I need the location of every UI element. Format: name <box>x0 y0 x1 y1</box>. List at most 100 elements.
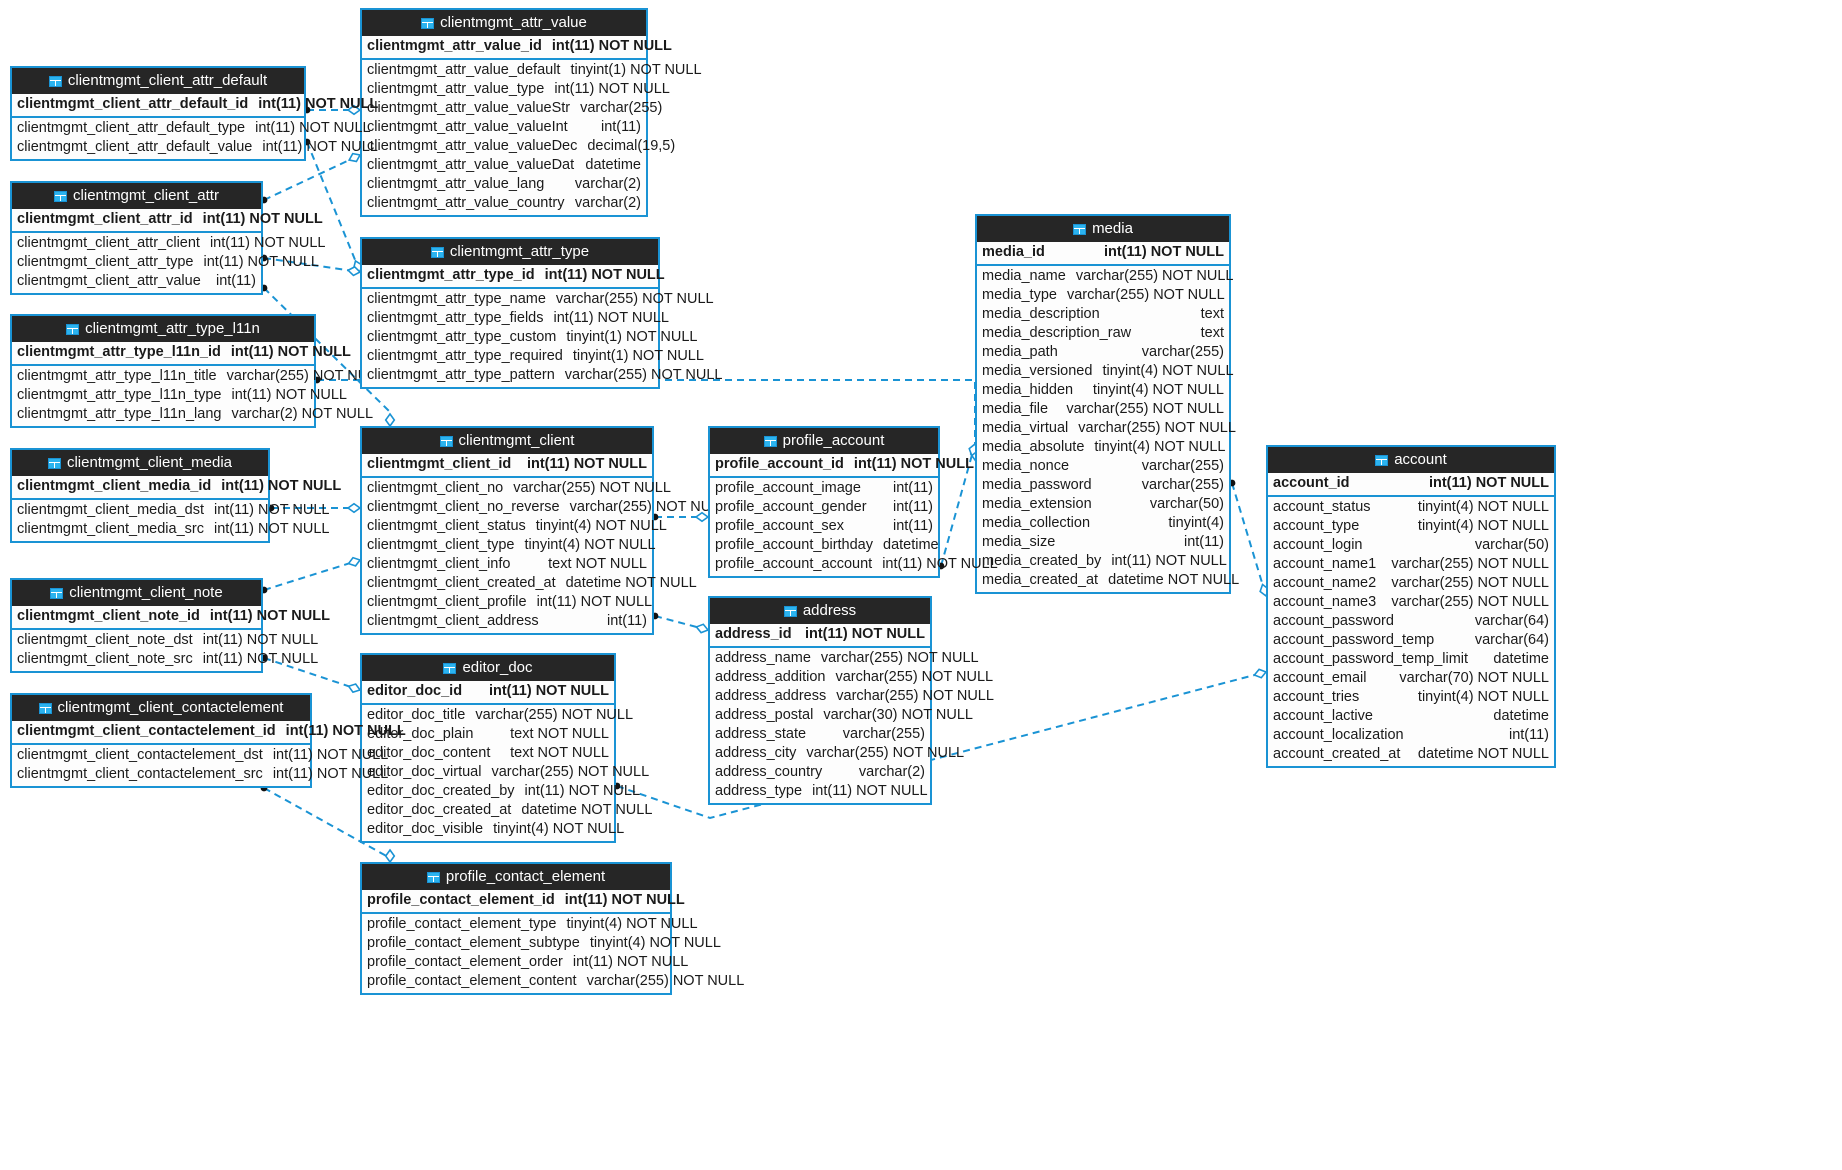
column-type: int(11) NOT NULL <box>202 632 319 648</box>
column-type: text <box>1200 325 1224 341</box>
column-type: varchar(50) <box>1149 496 1224 512</box>
column-name: profile_account_sex <box>715 518 844 534</box>
table-icon <box>48 75 62 87</box>
column-name: account_email <box>1273 670 1367 686</box>
table-icon <box>54 190 68 202</box>
column-name: profile_contact_element_id <box>367 892 555 908</box>
entity-header-clientmgmt_attr_value: clientmgmt_attr_value <box>362 10 646 36</box>
column-name: account_created_at <box>1273 746 1401 762</box>
table-icon <box>426 871 440 883</box>
edge-target-diamond <box>1253 668 1268 679</box>
entity-clientmgmt_attr_value[interactable]: clientmgmt_attr_value clientmgmt_attr_val… <box>360 8 702 217</box>
entity-header-clientmgmt_client_note: clientmgmt_client_note <box>12 580 261 606</box>
column-type: datetime <box>1493 651 1549 667</box>
column-type: text NOT NULL <box>548 556 647 572</box>
column-type: int(11) NOT NULL <box>853 456 974 472</box>
column-name: clientmgmt_client_no_reverse <box>367 499 560 515</box>
column-type: datetime <box>1493 708 1549 724</box>
column-row: profile_account_gender int(11) <box>710 498 938 517</box>
column-type: int(11) NOT NULL <box>213 502 330 518</box>
column-type: int(11) NOT NULL <box>203 254 320 270</box>
column-type: varchar(2) <box>574 195 641 211</box>
table-icon <box>439 435 453 447</box>
column-type: datetime <box>883 537 939 553</box>
column-name: address_state <box>715 726 807 742</box>
entity-header-clientmgmt_client_contactelement: clientmgmt_client_contactelement <box>12 695 310 721</box>
column-type: int(11) NOT NULL <box>221 478 342 494</box>
column-name: profile_account_gender <box>715 499 867 515</box>
column-type: varchar(255) NOT NULL <box>564 367 723 383</box>
column-name: account_name2 <box>1273 575 1377 591</box>
column-name: account_password_temp <box>1273 632 1435 648</box>
column-type: varchar(255) <box>1141 458 1224 474</box>
table-icon <box>443 662 457 674</box>
relationship-clientmgmt_client-to-address <box>651 612 710 634</box>
column-name: address_name <box>715 650 811 666</box>
column-name: account_localization <box>1273 727 1404 743</box>
column-name: account_password_temp_limit <box>1273 651 1469 667</box>
entity-title: clientmgmt_attr_value <box>440 14 587 31</box>
column-name: clientmgmt_attr_type_pattern <box>367 367 555 383</box>
column-type: int(11) NOT NULL <box>1103 244 1224 260</box>
column-type: int(11) NOT NULL <box>231 387 347 403</box>
column-type: tinyint(4) NOT NULL <box>493 821 625 837</box>
entity-clientmgmt_client_note[interactable]: clientmgmt_client_note clientmgmt_client_… <box>10 578 330 673</box>
table-icon <box>38 702 52 714</box>
column-name: clientmgmt_client_media_id <box>17 478 212 494</box>
column-type: tinyint(4) NOT NULL <box>1092 382 1224 398</box>
column-type: int(11) <box>892 499 933 515</box>
column-name: clientmgmt_client_attr_type <box>17 254 194 270</box>
column-name: clientmgmt_attr_value_lang <box>367 176 545 192</box>
column-type: int(11) NOT NULL <box>209 235 326 251</box>
column-name: address_postal <box>715 707 814 723</box>
column-name: clientmgmt_client_status <box>367 518 526 534</box>
column-name: profile_contact_element_subtype <box>367 935 580 951</box>
column-type: tinyint(4) NOT NULL <box>1094 439 1226 455</box>
column-type: varchar(30) NOT NULL <box>823 707 973 723</box>
column-name: media_file <box>982 401 1049 417</box>
